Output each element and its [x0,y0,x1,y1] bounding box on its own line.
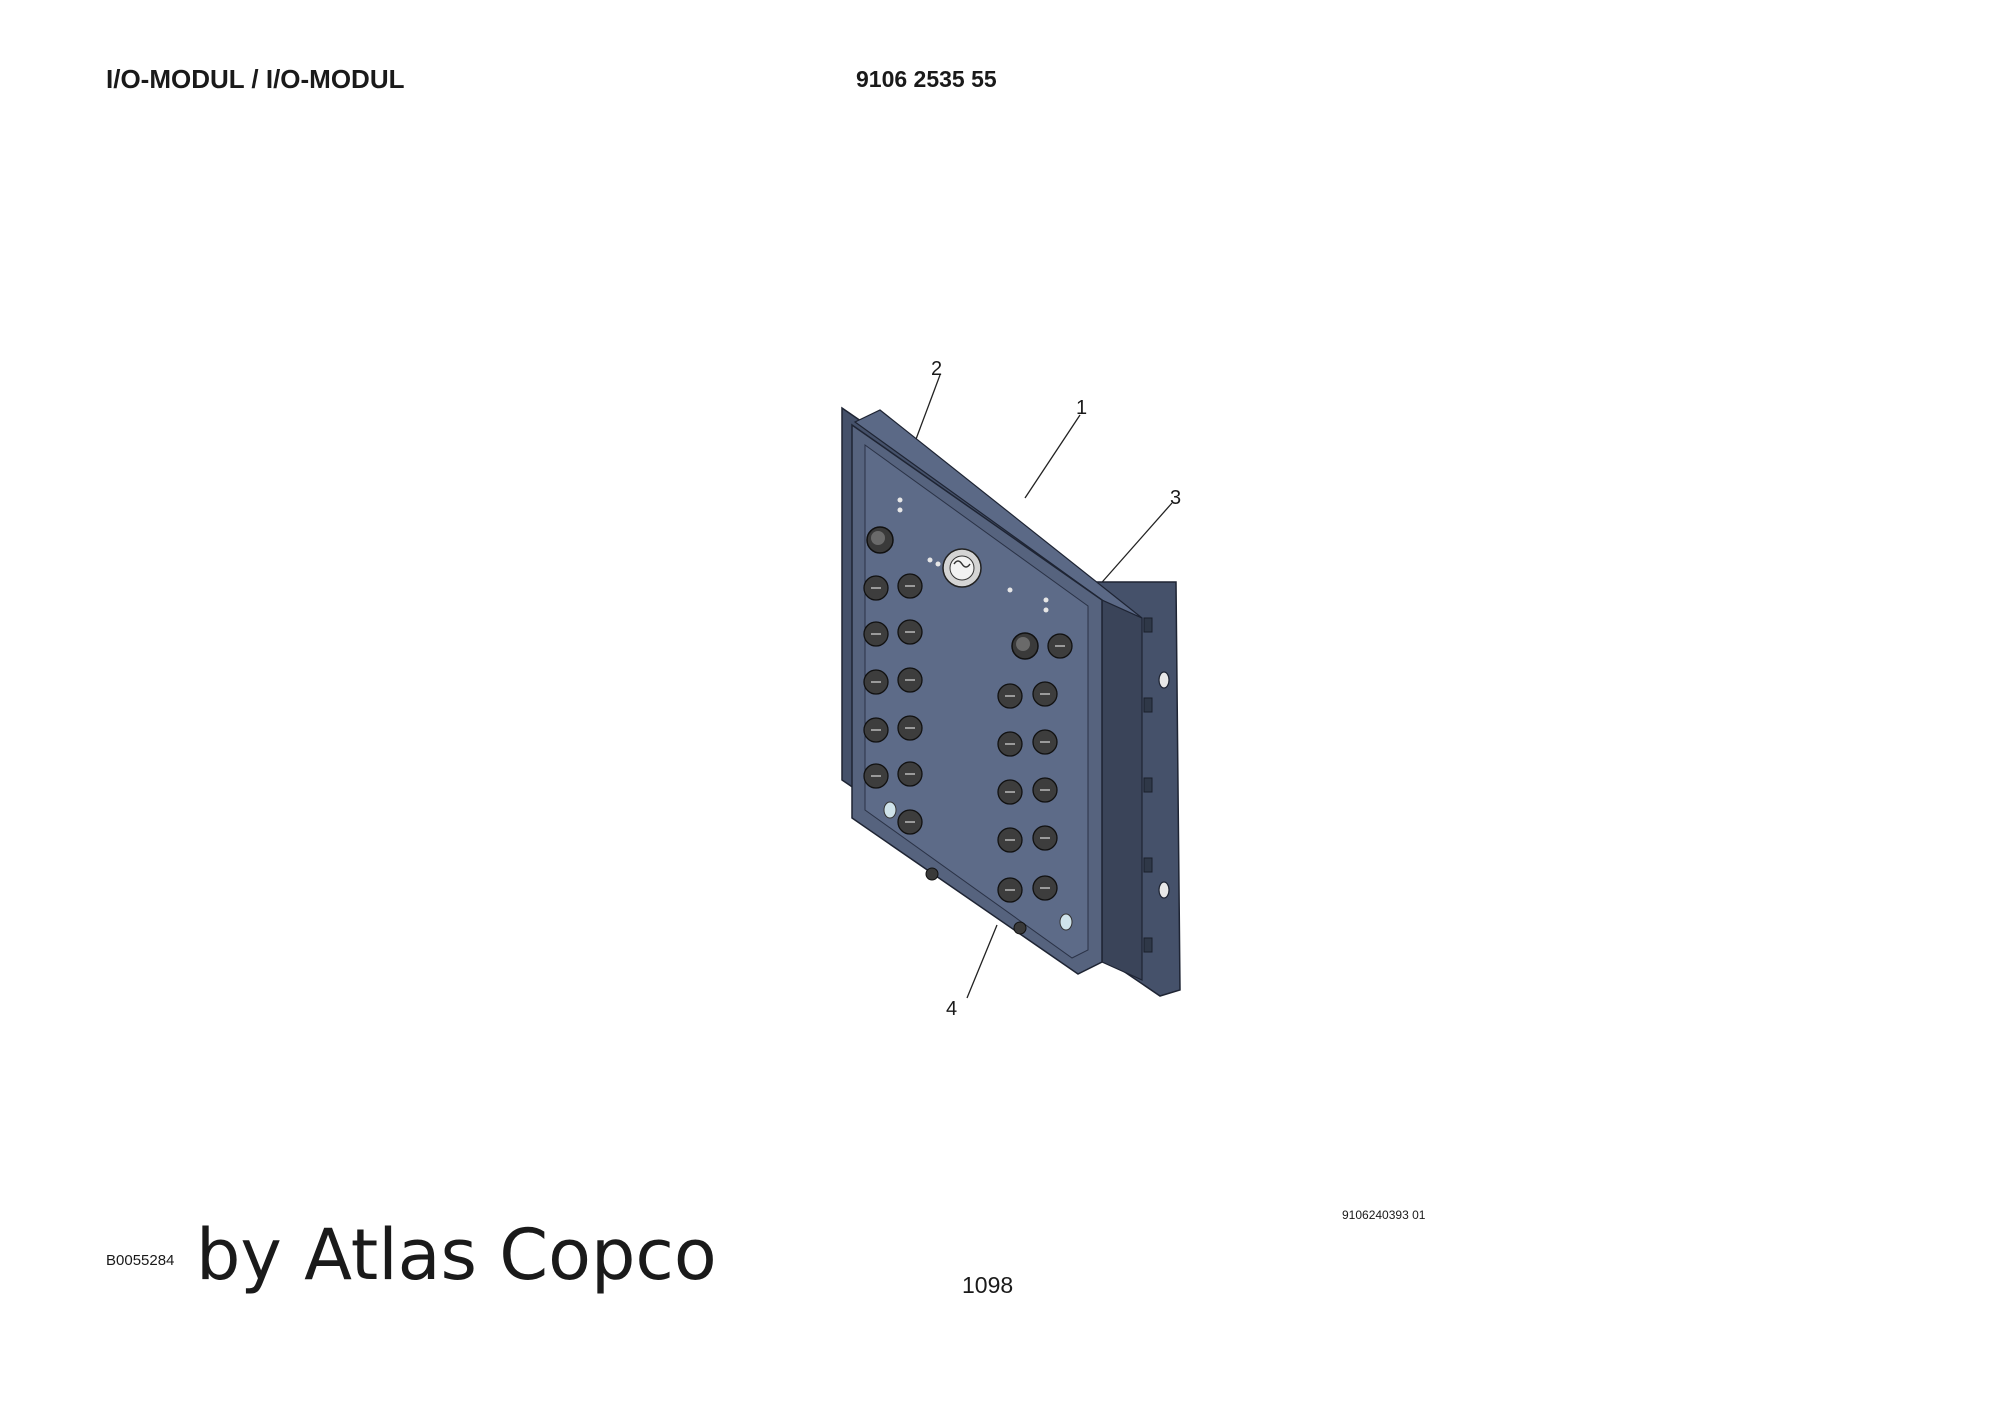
ground-screw [925,867,939,881]
ground-screw [1013,921,1027,935]
mounting-hole [1158,671,1170,689]
page-title: I/O-MODUL / I/O-MODUL [106,64,405,94]
document-code: B0055284 [106,1252,175,1269]
io-connectors-right [997,633,1073,903]
status-leds [897,497,1049,613]
io-module-drawing [841,374,1181,999]
part-number: 9106 2535 55 [856,66,997,92]
callout-1: 1 [1076,397,1088,419]
connector-pin-marks [871,585,1065,891]
leader-line-1 [1024,414,1081,499]
front-panel [864,444,1089,959]
callout-4: 4 [946,998,958,1020]
indicator-window [883,801,897,819]
drawing-reference: 9106240393 01 [1342,1208,1426,1222]
leader-line-4 [966,924,998,999]
callout-3: 3 [1170,487,1182,509]
brand-text: by Atlas Copco [196,1214,717,1296]
mounting-hole [1158,881,1170,899]
indicator-window [1059,913,1073,931]
callout-2: 2 [931,358,943,380]
housing-top [853,409,1143,619]
housing-side [1101,599,1143,981]
page-number: 1098 [962,1272,1014,1298]
